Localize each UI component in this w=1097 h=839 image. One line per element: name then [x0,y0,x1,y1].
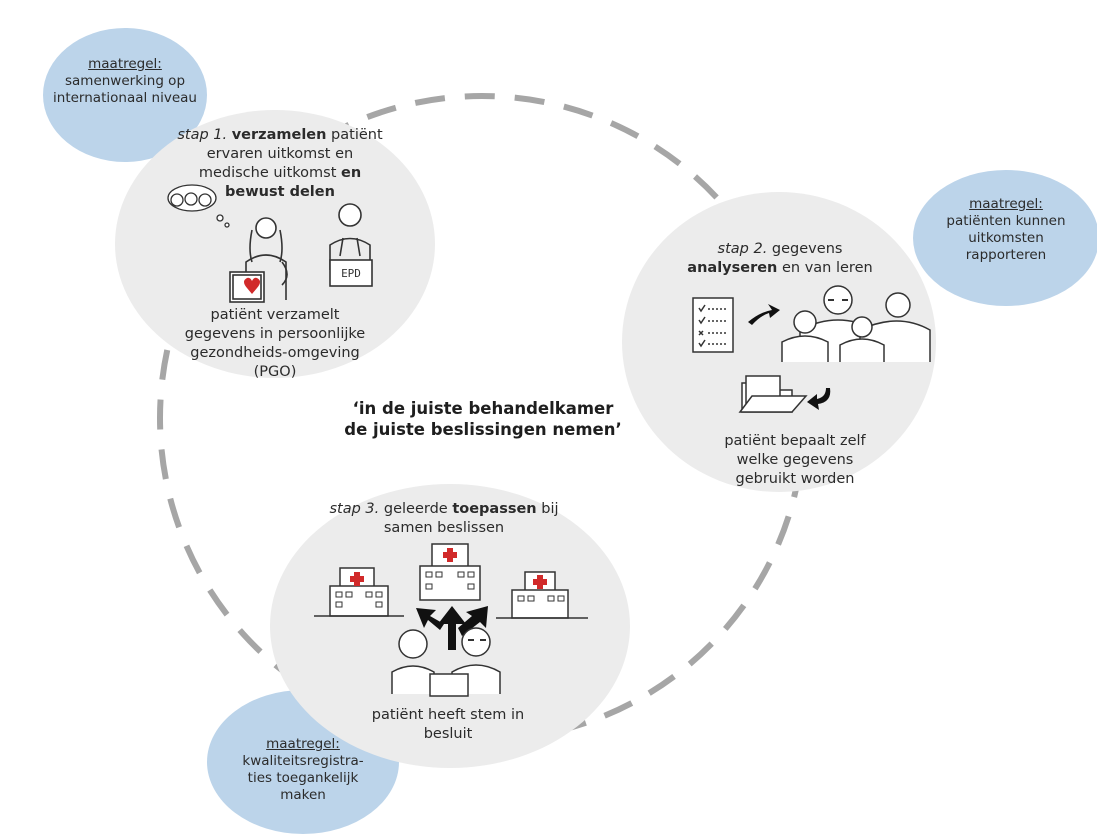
step-1-footer: patiënt verzamelt gegevens in persoonlij… [184,307,366,380]
step-1-label: stap 1. [177,127,228,143]
step-1-bold-verb: verzamelen [231,127,327,143]
step-1-heading: stap 1. verzamelen patiënt ervaren uitko… [170,126,390,202]
step-2-text-b: en van leren [777,260,873,276]
step-3-bold-verb: toepassen [452,501,537,517]
arrow-return-icon [807,388,831,410]
measure-bubble-1 [43,28,207,162]
epd-label: EPD [341,267,361,280]
measure-1-body: samenwerking op internationaal niveau [53,73,197,106]
arrow-right-icon [748,304,780,325]
direction-arrows-icon [416,606,488,650]
measure-2-body: patiënten kunnen uitkomsten rapporteren [946,213,1066,263]
patient-and-doctor-laptop-icon [391,627,501,697]
step-3-label: stap 3. [329,501,380,517]
measure-2-text: maatregel: patiënten kunnen uitkomsten r… [936,196,1076,264]
center-quote: ‘in de juiste behandelkamer de juiste be… [318,398,648,440]
center-quote-line-2: de juiste beslissingen nemen’ [344,420,622,439]
step-1-bold-suffix: en bewust delen [225,165,362,200]
measure-3-body: kwaliteitsregistra-ties toegankelijk mak… [242,753,364,803]
measure-3-title: maatregel: [266,736,340,752]
center-quote-line-1: ‘in de juiste behandelkamer [352,399,614,418]
step-2-heading: stap 2. gegevens analyseren en van leren [680,240,880,278]
step-2-circle [622,192,936,492]
step-3-text-b: bij samen beslissen [383,501,559,536]
thought-bubble-emoji-icon [167,184,230,228]
checklist-icon [692,297,734,353]
step-3-heading: stap 3. geleerde toepassen bij samen bes… [328,500,560,538]
step-3-footer: patiënt heeft stem in besluit [371,707,525,742]
measure-2-title: maatregel: [969,196,1043,212]
research-team-icon [781,285,931,362]
hospital-cross-icon [350,548,547,589]
step-2-label: stap 2. [717,241,768,257]
heart-icon [244,277,260,294]
step-2-footer: patiënt bepaalt zelf welke gegevens gebr… [724,433,866,487]
step-3-text-a: geleerde [379,501,453,517]
measure-bubble-2 [913,170,1097,306]
step-1-middle-text: patiënt ervaren uitkomst en medische uit… [198,127,383,181]
step-1-circle [115,110,435,378]
measure-1-title: maatregel: [88,56,162,72]
hospital-windows [335,571,565,608]
step-2-text-a: gegevens [767,241,843,257]
measure-3-text: maatregel: kwaliteitsregistra-ties toega… [236,736,370,804]
folder-documents-icon [738,375,808,413]
doctor-at-epd-icon [329,203,373,287]
measure-1-text: maatregel: samenwerking op internationaa… [52,56,198,107]
step-2-bold-verb: analyseren [687,260,778,276]
